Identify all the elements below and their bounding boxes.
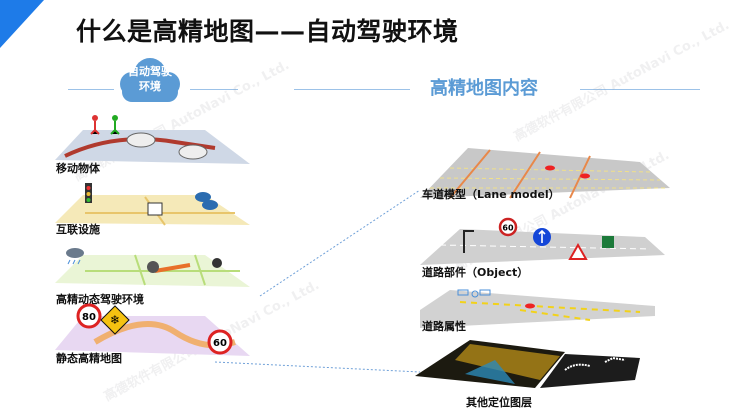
layer-dynamic-environment [55,248,250,287]
accident-icon [147,261,159,273]
highway-sign-icon [602,236,614,248]
layer-label: 道路部件（Object） [422,266,529,279]
layer-label: 移动物体 [56,162,100,175]
layer-label: 静态高精地图 [56,352,122,365]
layer-label: 互联设施 [56,223,100,236]
layer-label: 高精动态驾驶环境 [56,293,144,306]
layer-moving-objects [55,115,250,164]
chip-icon [147,202,163,216]
layer-localization [415,340,640,388]
street-lamp-icon [463,230,474,253]
layer-road-objects: 60 [420,217,665,265]
speed-limit-sign: 60 [213,338,227,349]
layer-static-hd-map: 80 ❄ 60 [55,303,250,356]
roadwork-sign-icon [568,242,588,260]
layer-label: 车道模型（Lane model） [422,188,560,201]
car-icon [126,132,156,148]
snow-warning-icon: ❄ [100,305,130,335]
construction-worker-icon [212,258,222,268]
cloud-label-line1: 自动驾驶 [128,65,172,78]
cloud-label-line2: 环境 [139,80,161,93]
satellite-icon [457,289,491,298]
pedestrian-icon [110,115,120,135]
divider-line [68,89,114,90]
cloud-label: 自动驾驶 环境 [112,64,188,94]
car-icon [178,144,208,160]
direction-sign-icon [533,228,551,246]
speed-limit-sign: 80 [82,312,96,323]
corner-accent [0,0,44,48]
slide-title: 什么是高精地图——自动驾驶环境 [76,17,459,46]
cloud-icon [120,58,180,102]
layer-lane-model [420,148,670,199]
cloud-server-icon [195,192,218,210]
traffic-light-icon [85,183,92,203]
divider-line [580,89,700,90]
divider-line [294,89,410,90]
divider-line [190,89,238,90]
svg-text:❄: ❄ [110,313,120,327]
layer-connected-infrastructure [55,183,250,226]
rain-cloud-icon [66,248,84,265]
pedestrian-icon [90,115,100,135]
section-heading: 高精地图内容 [430,78,538,99]
layer-label: 道路属性 [422,320,466,333]
speed-limit-sign: 60 [502,224,514,233]
layer-road-attributes [420,289,655,328]
layer-label: 其他定位图层 [466,396,532,409]
